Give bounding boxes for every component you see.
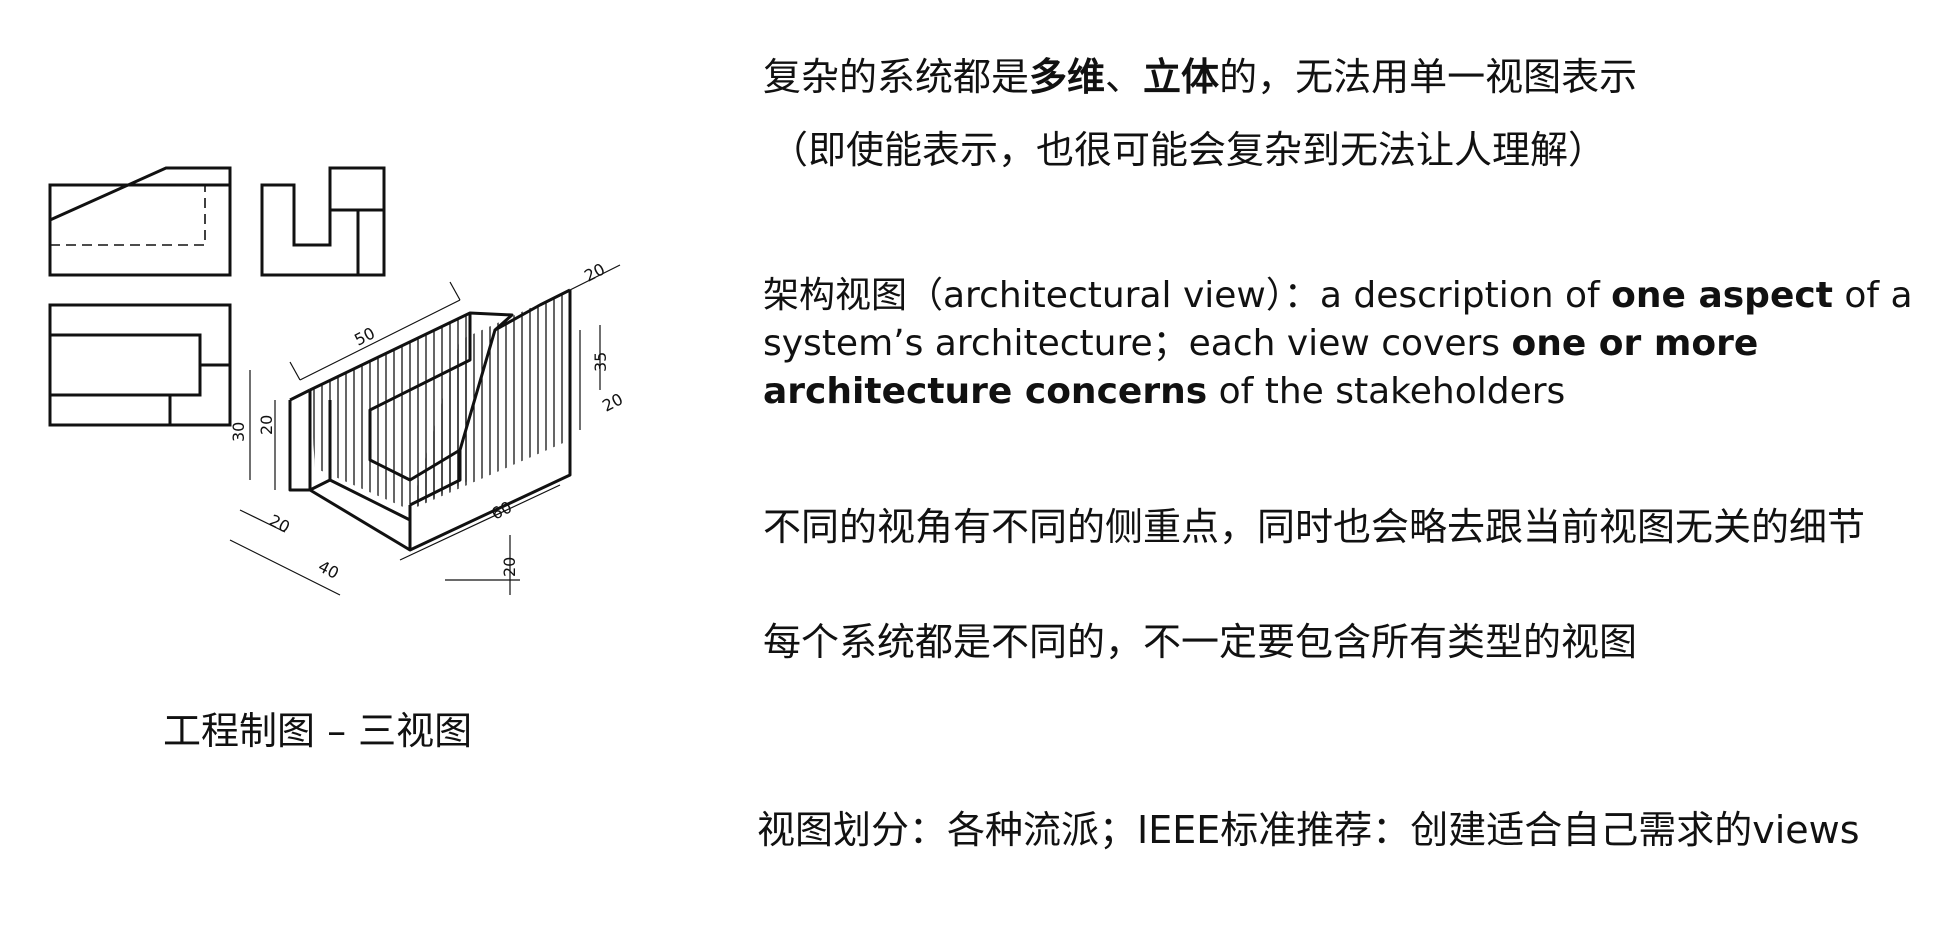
line-each-system: 每个系统都是不同的，不一定要包含所有类型的视图	[763, 620, 1638, 664]
top-view	[48, 303, 232, 427]
line-view-division: 视图划分：各种流派；IEEE标准推荐：创建适合自己需求的views	[757, 808, 1860, 852]
dim-label: 40	[315, 557, 342, 583]
definition-part-3: of the stakeholders	[1207, 371, 1566, 412]
definition-bold-1: one aspect	[1611, 275, 1833, 316]
line1-pre: 复杂的系统都是	[763, 55, 1030, 99]
dim-label: 20	[266, 511, 293, 537]
architectural-view-definition: 架构视图（architectural view）：a description o…	[763, 272, 1913, 416]
line1-mid: 、	[1105, 55, 1144, 99]
dim-label: 50	[351, 323, 378, 349]
line1-post: 的，无法用单一视图表示	[1219, 55, 1638, 99]
dim-label: 20	[257, 415, 276, 435]
side-view	[260, 166, 386, 277]
line1-bold-2: 立体	[1143, 55, 1220, 99]
line-perspectives: 不同的视角有不同的侧重点，同时也会略去跟当前视图无关的细节	[763, 505, 1866, 549]
isometric-view: 50 20 35 20 30 20 20 40 60 20	[229, 259, 626, 596]
definition-part-1: 架构视图（architectural view）：a description o…	[763, 275, 1612, 316]
dim-label: 35	[591, 352, 610, 372]
definition-part-2: of a system’s architecture；each view cov…	[763, 275, 1913, 364]
dim-label: 20	[581, 259, 608, 285]
dim-label: 30	[229, 422, 248, 442]
line1-bold-1: 多维	[1029, 55, 1106, 99]
drawing-caption: 工程制图 – 三视图	[163, 709, 473, 753]
line-multidimensional: 复杂的系统都是多维、立体的，无法用单一视图表示	[763, 55, 1637, 101]
definition-bold-2: one or more architecture concerns	[763, 323, 1759, 412]
dim-label: 20	[500, 557, 519, 577]
dim-label: 20	[599, 389, 626, 415]
line-parenthetical: （即使能表示，也很可能会复杂到无法让人理解）	[770, 128, 1607, 172]
front-view	[48, 166, 232, 277]
three-view-drawing: 50 20 35 20 30 20 20 40 60 20	[48, 166, 626, 596]
